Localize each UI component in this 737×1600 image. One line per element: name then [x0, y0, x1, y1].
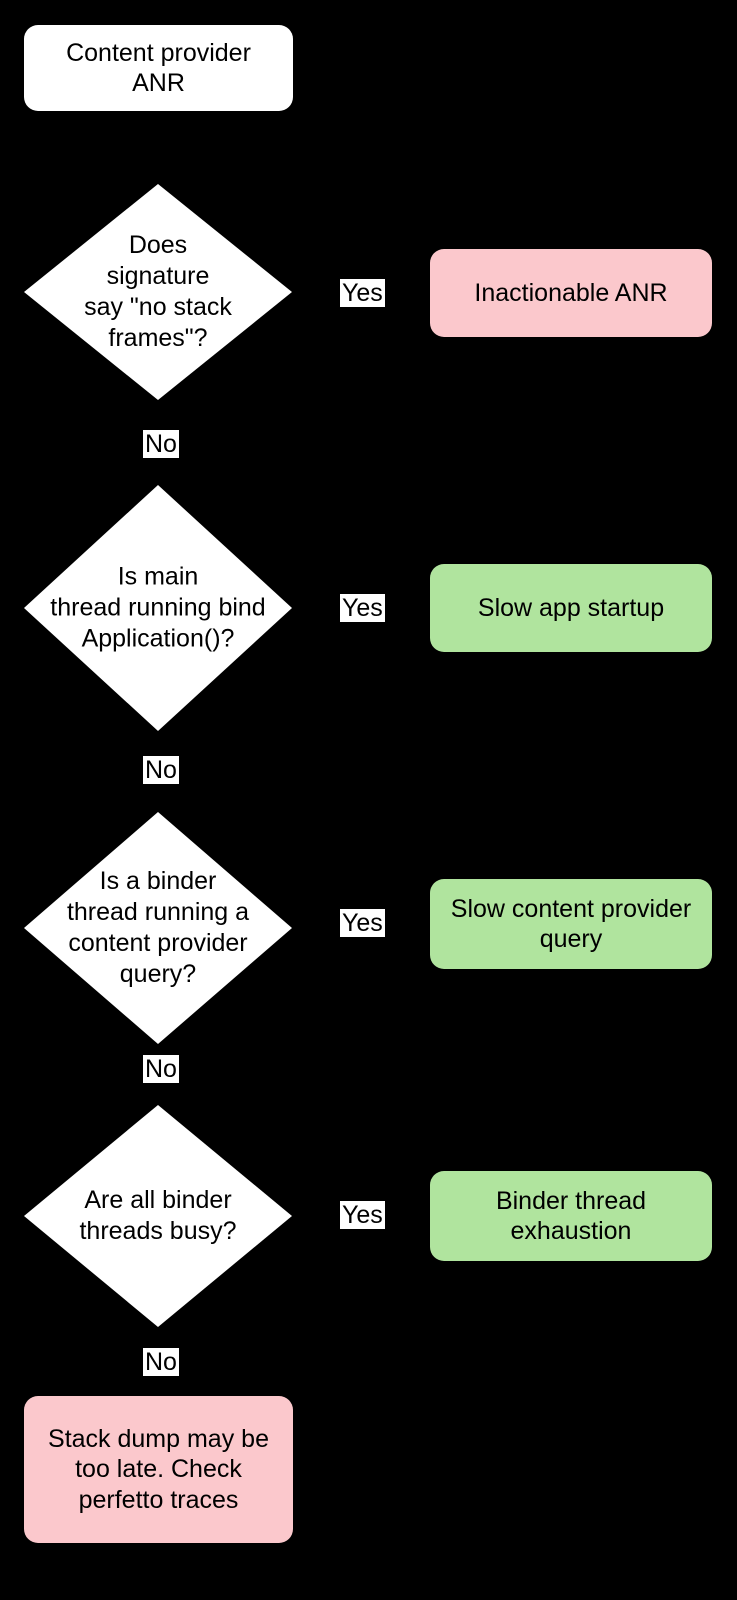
node-outcome-binder-thread-exhaustion[interactable]: Binder thread exhaustion	[430, 1171, 712, 1261]
edge-label-yes-2: Yes	[340, 594, 385, 623]
node-decision-bind-application[interactable]: Is main thread running bind Application(…	[24, 485, 292, 731]
edge-label-yes-4: Yes	[340, 1201, 385, 1230]
edge-label-no-1: No	[143, 430, 179, 459]
edge-label-no-4: No	[143, 1348, 179, 1377]
connector-decision3-to-decision4	[157, 1055, 159, 1128]
node-outcome-inactionable-anr[interactable]: Inactionable ANR	[430, 249, 712, 337]
node-outcome-stack-dump-too-late[interactable]: Stack dump may be too late. Check perfet…	[24, 1396, 293, 1543]
edge-label-no-3: No	[143, 1055, 179, 1084]
connector-start-to-decision1	[157, 110, 159, 184]
node-decision-binder-threads-busy[interactable]: Are all binder threads busy?	[24, 1105, 292, 1327]
diamond-shape	[24, 485, 292, 731]
node-start-content-provider-anr[interactable]: Content provider ANR	[24, 25, 293, 111]
edge-label-no-2: No	[143, 756, 179, 785]
connector-decision4-to-outcome5	[157, 1350, 159, 1425]
diamond-shape	[24, 1105, 292, 1327]
node-decision-binder-thread-query[interactable]: Is a binder thread running a content pro…	[24, 812, 292, 1044]
diamond-shape	[24, 812, 292, 1044]
node-outcome-slow-app-startup[interactable]: Slow app startup	[430, 564, 712, 652]
connector-decision2-to-decision3	[157, 745, 159, 828]
node-outcome-slow-content-provider-query[interactable]: Slow content provider query	[430, 879, 712, 969]
edge-label-yes-3: Yes	[340, 909, 385, 938]
node-decision-no-stack-frames[interactable]: Does signature say "no stack frames"?	[24, 184, 292, 400]
diamond-shape	[24, 184, 292, 400]
edge-label-yes-1: Yes	[340, 279, 385, 308]
